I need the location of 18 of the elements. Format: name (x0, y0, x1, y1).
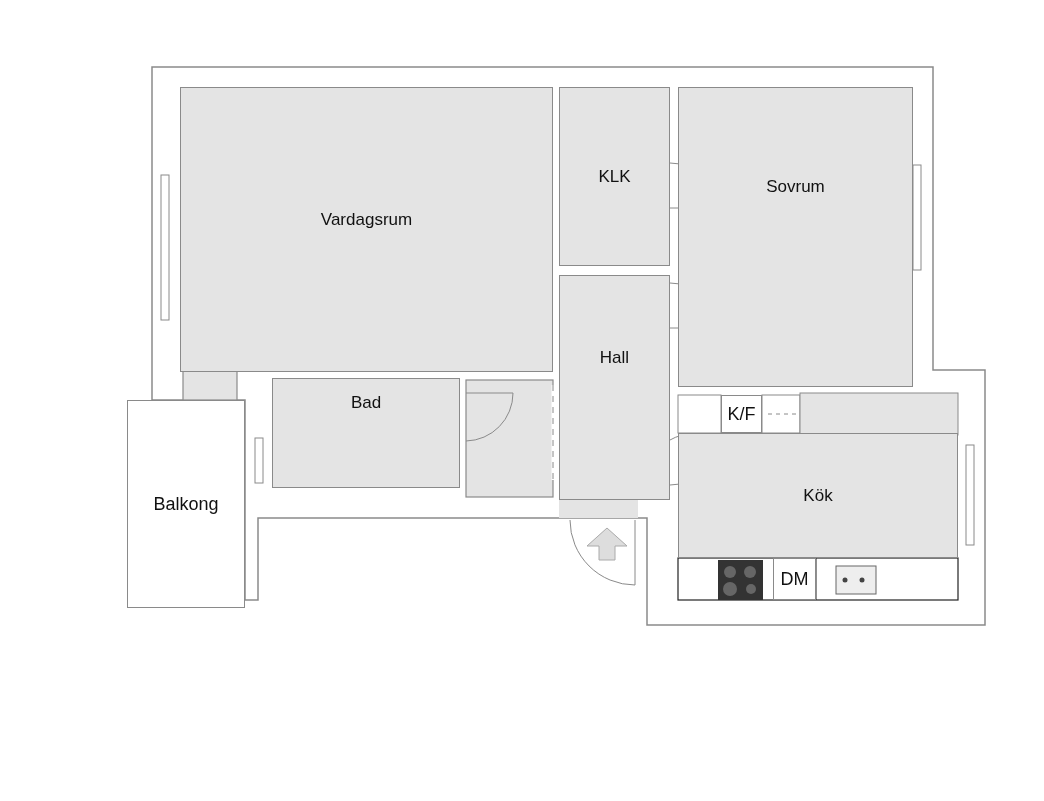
room (773, 558, 816, 600)
room (678, 87, 913, 387)
room (559, 275, 670, 500)
room (272, 378, 460, 488)
room-label: Balkong (153, 493, 219, 515)
room (127, 400, 245, 608)
room-label: Kök (803, 485, 833, 506)
room-label: Sovrum (766, 177, 825, 197)
room (180, 87, 553, 372)
room (721, 395, 762, 433)
room-label: Hall (599, 347, 630, 368)
room (559, 87, 670, 266)
room-label: K/F (727, 403, 756, 425)
room-label: Bad (350, 393, 382, 413)
room (678, 433, 958, 558)
room-label: DM (780, 568, 809, 590)
room-label: Vardagsrum (320, 209, 413, 230)
room-label: KLK (598, 166, 631, 187)
